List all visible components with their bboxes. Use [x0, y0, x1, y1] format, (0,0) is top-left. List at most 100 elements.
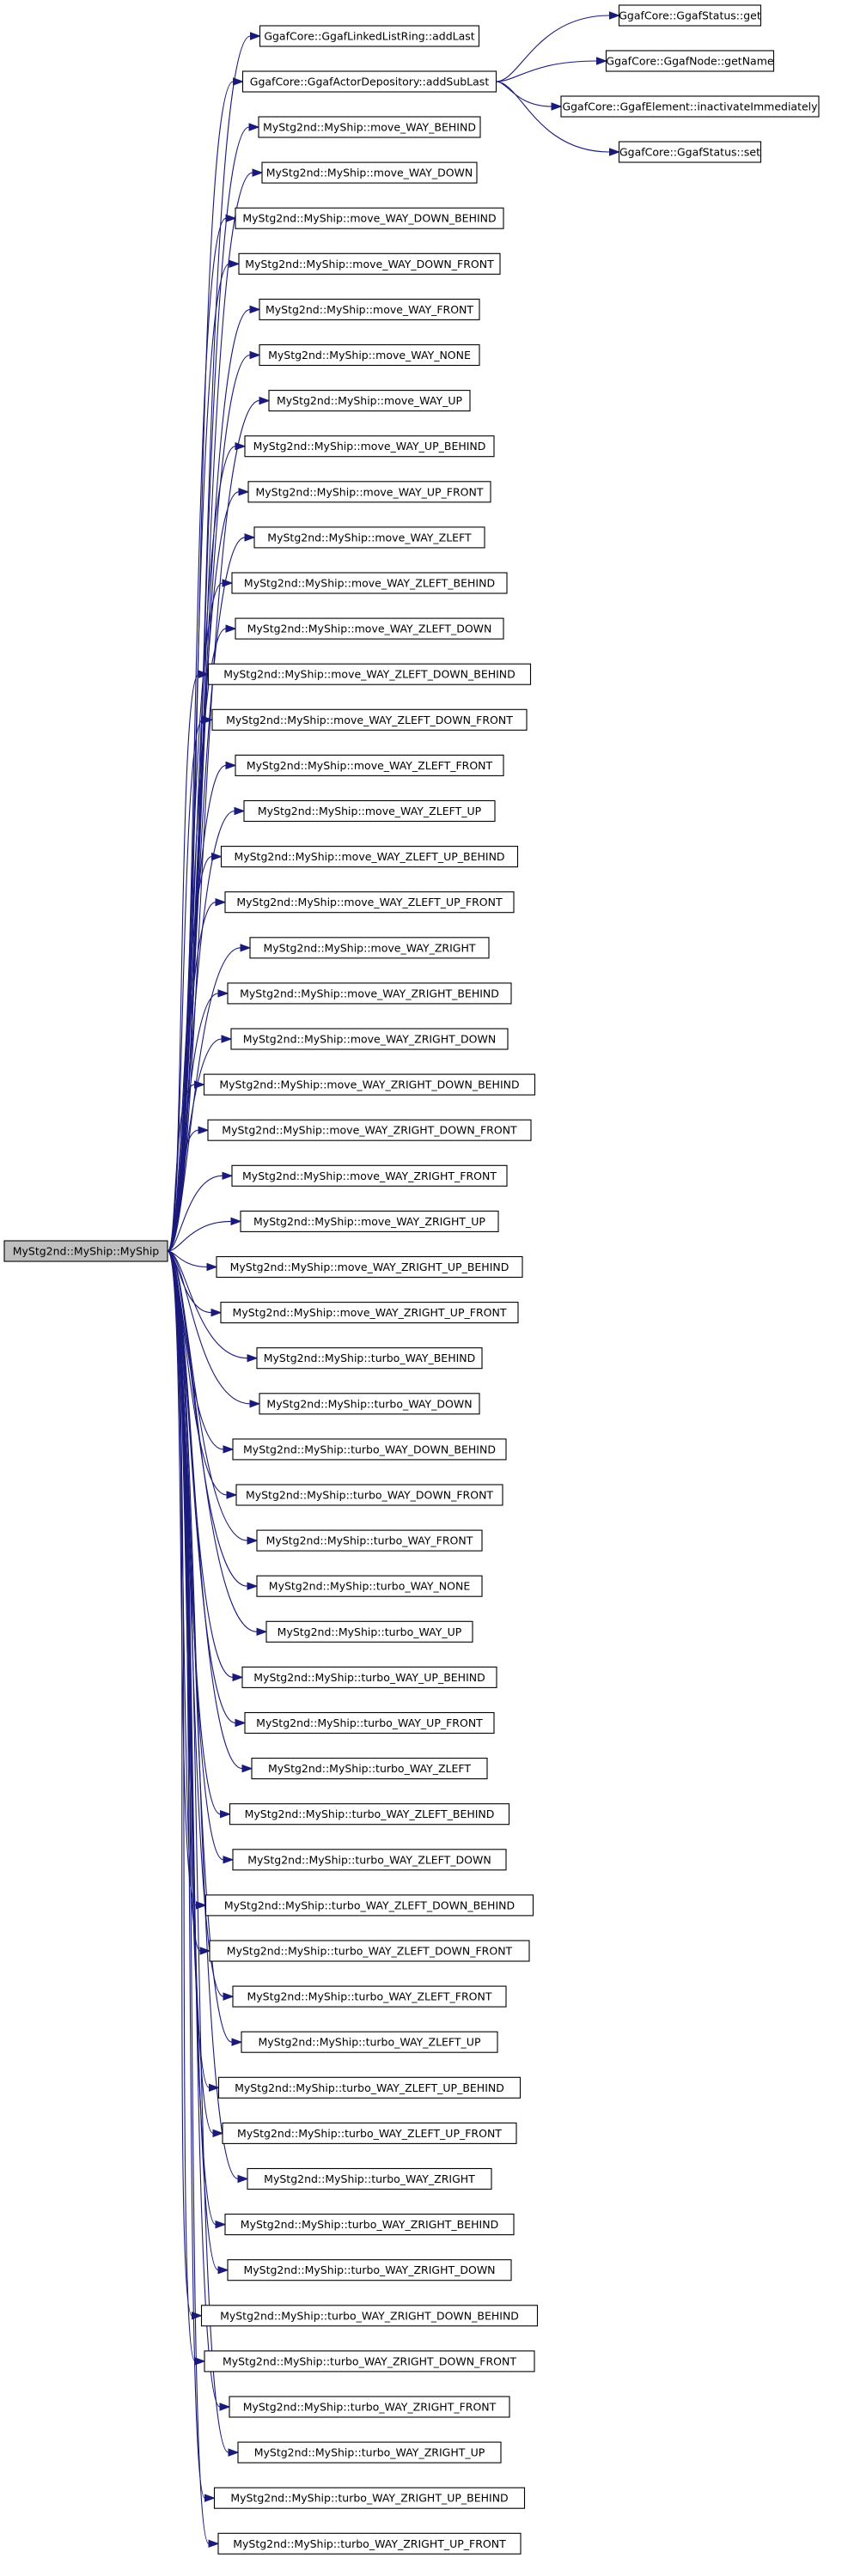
- node-ggafcore-ggaflinkedlistring-addlast[interactable]: GgafCore::GgafLinkedListRing::addLast: [259, 25, 480, 47]
- node-mystg2nd-myship-turbo-way-zright-down-front[interactable]: MyStg2nd::MyShip::turbo_WAY_ZRIGHT_DOWN_…: [204, 2350, 535, 2372]
- node-ggafcore-ggafnode-getname[interactable]: GgafCore::GgafNode::getName: [605, 50, 775, 72]
- node-mystg2nd-myship-turbo-way-zright-up-behind[interactable]: MyStg2nd::MyShip::turbo_WAY_ZRIGHT_UP_BE…: [213, 2487, 526, 2509]
- node-label: MyStg2nd::MyShip::turbo_WAY_ZLEFT_BEHIND: [245, 1807, 495, 1820]
- node-mystg2nd-myship-turbo-way-zright-down[interactable]: MyStg2nd::MyShip::turbo_WAY_ZRIGHT_DOWN: [227, 2259, 512, 2281]
- node-mystg2nd-myship-move-way-zright-behind[interactable]: MyStg2nd::MyShip::move_WAY_ZRIGHT_BEHIND: [227, 982, 512, 1005]
- node-mystg2nd-myship-move-way-behind[interactable]: MyStg2nd::MyShip::move_WAY_BEHIND: [258, 116, 481, 138]
- node-mystg2nd-myship-turbo-way-zleft-up-front[interactable]: MyStg2nd::MyShip::turbo_WAY_ZLEFT_UP_FRO…: [222, 2122, 517, 2144]
- node-mystg2nd-myship-move-way-zleft-up-behind[interactable]: MyStg2nd::MyShip::move_WAY_ZLEFT_UP_BEHI…: [220, 846, 519, 868]
- node-mystg2nd-myship-move-way-zleft-up[interactable]: MyStg2nd::MyShip::move_WAY_ZLEFT_UP: [243, 799, 496, 823]
- node-box: [204, 2350, 535, 2372]
- node-mystg2nd-myship-turbo-way-zleft-down-behind[interactable]: MyStg2nd::MyShip::turbo_WAY_ZLEFT_DOWN_B…: [204, 1894, 534, 1917]
- node-ggafcore-ggafactordepository-addsublast[interactable]: GgafCore::GgafActorDepository::addSubLas…: [241, 70, 497, 93]
- node-mystg2nd-myship-myship[interactable]: MyStg2nd::MyShip::MyShip: [3, 1240, 168, 1262]
- node-mystg2nd-myship-turbo-way-up[interactable]: MyStg2nd::MyShip::turbo_WAY_UP: [265, 1620, 473, 1643]
- node-box: [243, 799, 496, 823]
- node-mystg2nd-myship-move-way-down-front[interactable]: MyStg2nd::MyShip::move_WAY_DOWN_FRONT: [238, 252, 501, 275]
- node-mystg2nd-myship-move-way-down-behind[interactable]: MyStg2nd::MyShip::move_WAY_DOWN_BEHIND: [235, 207, 504, 229]
- node-mystg2nd-myship-move-way-zright-down-behind[interactable]: MyStg2nd::MyShip::move_WAY_ZRIGHT_DOWN_B…: [203, 1073, 536, 1096]
- node-label: MyStg2nd::MyShip::move_WAY_DOWN_FRONT: [245, 258, 494, 270]
- node-mystg2nd-myship-move-way-zleft-down-front[interactable]: MyStg2nd::MyShip::move_WAY_ZLEFT_DOWN_FR…: [211, 708, 528, 731]
- node-label: MyStg2nd::MyShip::turbo_WAY_ZLEFT_DOWN_B…: [224, 1899, 515, 1911]
- node-mystg2nd-myship-move-way-up-front[interactable]: MyStg2nd::MyShip::move_WAY_UP_FRONT: [247, 481, 491, 503]
- edge-root-to-t14: [167, 1250, 224, 1997]
- arrowhead-m14: [225, 761, 237, 770]
- node-label: MyStg2nd::MyShip::turbo_WAY_NONE: [269, 1580, 471, 1593]
- node-mystg2nd-myship-turbo-way-behind[interactable]: MyStg2nd::MyShip::turbo_WAY_BEHIND: [256, 1347, 483, 1370]
- node-mystg2nd-myship-turbo-way-zleft-front[interactable]: MyStg2nd::MyShip::turbo_WAY_ZLEFT_FRONT: [232, 1985, 507, 2008]
- node-box: [244, 435, 495, 458]
- node-mystg2nd-myship-turbo-way-zleft-up[interactable]: MyStg2nd::MyShip::turbo_WAY_ZLEFT_UP: [241, 2031, 498, 2053]
- arrowhead-t16: [209, 2083, 220, 2093]
- node-mystg2nd-myship-move-way-zright-down-front[interactable]: MyStg2nd::MyShip::move_WAY_ZRIGHT_DOWN_F…: [207, 1119, 532, 1141]
- node-label: MyStg2nd::MyShip::move_WAY_UP_FRONT: [256, 485, 484, 498]
- edge-n_addSubLast-to-n_getName: [496, 60, 597, 82]
- node-mystg2nd-myship-move-way-front[interactable]: MyStg2nd::MyShip::move_WAY_FRONT: [259, 298, 480, 320]
- node-label: GgafCore::GgafStatus::set: [619, 146, 760, 159]
- node-label: MyStg2nd::MyShip::move_WAY_ZLEFT_DOWN_BE…: [223, 668, 516, 681]
- node-mystg2nd-myship-turbo-way-down[interactable]: MyStg2nd::MyShip::turbo_WAY_DOWN: [259, 1393, 480, 1415]
- arrowhead-t12: [196, 1901, 207, 1910]
- node-mystg2nd-myship-turbo-way-zleft-down[interactable]: MyStg2nd::MyShip::turbo_WAY_ZLEFT_DOWN: [232, 1849, 507, 1871]
- node-mystg2nd-myship-move-way-zright[interactable]: MyStg2nd::MyShip::move_WAY_ZRIGHT: [249, 937, 490, 959]
- node-mystg2nd-myship-turbo-way-zleft[interactable]: MyStg2nd::MyShip::turbo_WAY_ZLEFT: [251, 1758, 488, 1780]
- node-mystg2nd-myship-turbo-way-up-behind[interactable]: MyStg2nd::MyShip::turbo_WAY_UP_BEHIND: [241, 1666, 497, 1688]
- node-mystg2nd-myship-move-way-up[interactable]: MyStg2nd::MyShip::move_WAY_UP: [268, 390, 471, 412]
- arrowhead-n_addSubLast: [233, 77, 244, 86]
- node-box: [209, 1940, 530, 1962]
- node-label: MyStg2nd::MyShip::move_WAY_ZRIGHT_UP_BEH…: [230, 1261, 509, 1273]
- node-mystg2nd-myship-move-way-up-behind[interactable]: MyStg2nd::MyShip::move_WAY_UP_BEHIND: [244, 435, 495, 458]
- node-mystg2nd-myship-move-way-zleft-down-behind[interactable]: MyStg2nd::MyShip::move_WAY_ZLEFT_DOWN_BE…: [207, 663, 532, 685]
- node-mystg2nd-myship-move-way-zright-down[interactable]: MyStg2nd::MyShip::move_WAY_ZRIGHT_DOWN: [230, 1028, 509, 1050]
- arrowhead-m5: [249, 350, 261, 360]
- node-mystg2nd-myship-move-way-zleft-front[interactable]: MyStg2nd::MyShip::move_WAY_ZLEFT_FRONT: [235, 754, 504, 776]
- node-label: MyStg2nd::MyShip::move_WAY_BEHIND: [263, 121, 476, 134]
- node-mystg2nd-myship-move-way-zright-up-behind[interactable]: MyStg2nd::MyShip::move_WAY_ZRIGHT_UP_BEH…: [216, 1255, 523, 1279]
- node-label: GgafCore::GgafNode::getName: [606, 55, 773, 68]
- node-box: [249, 937, 490, 959]
- arrowhead-m17: [215, 897, 227, 907]
- node-ggafcore-ggafstatus-set[interactable]: GgafCore::GgafStatus::set: [618, 141, 762, 163]
- node-mystg2nd-myship-move-way-none[interactable]: MyStg2nd::MyShip::move_WAY_NONE: [259, 343, 480, 367]
- node-mystg2nd-myship-move-way-zleft-behind[interactable]: MyStg2nd::MyShip::move_WAY_ZLEFT_BEHIND: [231, 572, 508, 594]
- edge-root-to-m17: [167, 902, 217, 1252]
- node-mystg2nd-myship-move-way-zright-front[interactable]: MyStg2nd::MyShip::move_WAY_ZRIGHT_FRONT: [231, 1164, 508, 1187]
- node-mystg2nd-myship-move-way-zright-up-front[interactable]: MyStg2nd::MyShip::move_WAY_ZRIGHT_UP_FRO…: [220, 1302, 519, 1324]
- node-box: [256, 1529, 483, 1552]
- node-mystg2nd-myship-turbo-way-down-front[interactable]: MyStg2nd::MyShip::turbo_WAY_DOWN_FRONT: [235, 1484, 503, 1506]
- node-label: MyStg2nd::MyShip::move_WAY_ZRIGHT_UP: [253, 1215, 485, 1228]
- arrowhead-m16: [211, 852, 223, 861]
- node-mystg2nd-myship-turbo-way-zright-down-behind[interactable]: MyStg2nd::MyShip::turbo_WAY_ZRIGHT_DOWN_…: [200, 2305, 539, 2327]
- node-mystg2nd-myship-turbo-way-zleft-behind[interactable]: MyStg2nd::MyShip::turbo_WAY_ZLEFT_BEHIND: [229, 1803, 510, 1826]
- node-mystg2nd-myship-turbo-way-zleft-down-front[interactable]: MyStg2nd::MyShip::turbo_WAY_ZLEFT_DOWN_F…: [209, 1940, 530, 1962]
- node-mystg2nd-myship-turbo-way-zright[interactable]: MyStg2nd::MyShip::turbo_WAY_ZRIGHT: [247, 2167, 492, 2190]
- node-box: [235, 207, 504, 229]
- edge-n_addSubLast-to-n_inact: [496, 81, 552, 107]
- node-mystg2nd-myship-turbo-way-up-front[interactable]: MyStg2nd::MyShip::turbo_WAY_UP_FRONT: [244, 1711, 495, 1735]
- arrowhead-n_getName: [596, 57, 607, 65]
- node-mystg2nd-myship-turbo-way-zright-up-front[interactable]: MyStg2nd::MyShip::turbo_WAY_ZRIGHT_UP_FR…: [217, 2532, 522, 2555]
- arrowhead-m21: [194, 1080, 205, 1089]
- node-mystg2nd-myship-turbo-way-zleft-up-behind[interactable]: MyStg2nd::MyShip::turbo_WAY_ZLEFT_UP_BEH…: [217, 2076, 522, 2099]
- node-box: [220, 846, 519, 868]
- node-box: [241, 1666, 497, 1688]
- arrowhead-m18: [240, 944, 252, 952]
- node-mystg2nd-myship-turbo-way-zright-up[interactable]: MyStg2nd::MyShip::turbo_WAY_ZRIGHT_UP: [237, 2441, 502, 2464]
- node-mystg2nd-myship-move-way-zright-up[interactable]: MyStg2nd::MyShip::move_WAY_ZRIGHT_UP: [240, 1210, 499, 1232]
- node-mystg2nd-myship-turbo-way-down-behind[interactable]: MyStg2nd::MyShip::turbo_WAY_DOWN_BEHIND: [232, 1438, 507, 1461]
- node-mystg2nd-myship-turbo-way-front[interactable]: MyStg2nd::MyShip::turbo_WAY_FRONT: [256, 1529, 483, 1552]
- node-mystg2nd-myship-turbo-way-zright-front[interactable]: MyStg2nd::MyShip::turbo_WAY_ZRIGHT_FRONT: [229, 2396, 510, 2418]
- node-box: [235, 617, 504, 640]
- node-box: [227, 2259, 512, 2281]
- node-mystg2nd-myship-move-way-zleft[interactable]: MyStg2nd::MyShip::move_WAY_ZLEFT: [253, 526, 485, 549]
- node-ggafcore-ggafstatus-get[interactable]: GgafCore::GgafStatus::get: [618, 4, 762, 27]
- node-mystg2nd-myship-move-way-down[interactable]: MyStg2nd::MyShip::move_WAY_DOWN: [261, 161, 478, 184]
- node-mystg2nd-myship-turbo-way-zright-behind[interactable]: MyStg2nd::MyShip::turbo_WAY_ZRIGHT_BEHIN…: [224, 2214, 515, 2236]
- node-mystg2nd-myship-move-way-zleft-up-front[interactable]: MyStg2nd::MyShip::move_WAY_ZLEFT_UP_FRON…: [224, 891, 515, 914]
- node-label: GgafCore::GgafElement::inactivateImmedia…: [562, 100, 818, 113]
- node-mystg2nd-myship-move-way-zleft-down[interactable]: MyStg2nd::MyShip::move_WAY_ZLEFT_DOWN: [235, 617, 504, 640]
- node-label: MyStg2nd::MyShip::turbo_WAY_ZRIGHT: [264, 2172, 475, 2185]
- node-ggafcore-ggafelement-inactivateimmediately[interactable]: GgafCore::GgafElement::inactivateImmedia…: [560, 95, 820, 118]
- node-mystg2nd-myship-turbo-way-none[interactable]: MyStg2nd::MyShip::turbo_WAY_NONE: [256, 1575, 483, 1597]
- node-label: MyStg2nd::MyShip::move_WAY_ZRIGHT_DOWN: [243, 1033, 496, 1046]
